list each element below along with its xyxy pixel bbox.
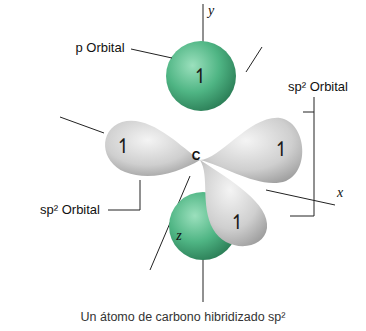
atom-symbol: C: [192, 150, 201, 163]
sp2-lobe-left: [105, 121, 200, 176]
orbital-label: p Orbital: [75, 41, 124, 55]
electron-arrow: ↿: [193, 65, 210, 87]
sp2-lobe-lower: [200, 160, 267, 246]
orbital-label: sp² Orbital: [288, 80, 348, 94]
axis-label: z: [176, 228, 181, 243]
leader-lines: [108, 49, 314, 216]
axis-lines: [60, 4, 335, 302]
caption: Un átomo de carbono hibridizado sp²: [81, 311, 286, 325]
axis-label: y: [208, 3, 214, 18]
electron-arrow: ↿: [116, 135, 133, 157]
electron-arrow: ↿: [274, 138, 291, 160]
orbital-label: sp² Orbital: [40, 203, 100, 217]
electron-arrow: ↿: [230, 211, 247, 233]
p-lobe-upper: [166, 41, 236, 111]
axis-label: x: [337, 185, 343, 200]
